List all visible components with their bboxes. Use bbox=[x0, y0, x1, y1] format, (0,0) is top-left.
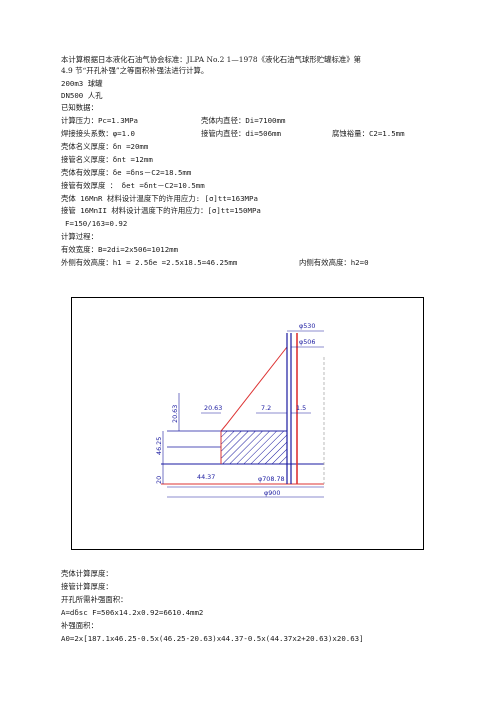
nozzle-effective-thickness: 接管有效厚度 ： δet =δnt－C2=10.5mm bbox=[61, 181, 205, 190]
height-row: 外侧有效高度：h1 = 2.5δe =2.5x18.5=46.25mm 内侧有效… bbox=[61, 258, 369, 267]
vessel-label: 200m3 球罐 bbox=[61, 79, 103, 88]
nozzle-inner-diameter: 接管内直径：di=506mm bbox=[201, 129, 281, 138]
reinforcement-area-hatch bbox=[220, 430, 288, 465]
shell-nominal-thickness: 壳体名义厚度：δn =20mm bbox=[61, 142, 149, 151]
dim-20-63-vertical: 20.63 bbox=[171, 405, 179, 423]
process-heading: 计算过程： bbox=[61, 232, 98, 241]
known-row-2: 焊接接头系数：φ=1.0 接管内直径：di=506mm 腐蚀裕量：C2=1.5m… bbox=[61, 129, 405, 138]
shell-effective-thickness: 壳体有效厚度：δe =δns－C2=18.5mm bbox=[61, 168, 192, 177]
manhole-label: DN500 人孔 bbox=[61, 91, 103, 100]
shell-inner-diameter: 壳体内直径：Di=7100mm bbox=[201, 116, 286, 125]
nozzle-calc-thickness: 接管计算厚度： bbox=[61, 582, 113, 591]
dim-1-5: 1.5 bbox=[296, 404, 306, 412]
drawing-canvas: φ530 φ506 20.63 7.2 1.5 20.63 46.25 20 4… bbox=[71, 297, 424, 550]
compensation-area-heading: 补强面积： bbox=[61, 621, 98, 630]
shell-allowable-stress: 壳体 16MnR 材料设计温度下的许用应力: [σ]tt=163MPa bbox=[61, 194, 258, 203]
dim-506: φ506 bbox=[299, 338, 315, 346]
effective-width: 有效宽度：B=2di=2x506=1012mm bbox=[61, 245, 179, 254]
dim-708-78: φ708.78 bbox=[258, 475, 285, 483]
required-area-heading: 开孔所需补强面积： bbox=[61, 595, 128, 604]
dim-7-2: 7.2 bbox=[261, 404, 271, 412]
a0-formula: A0=2x[187.1x46.25-0.5x(46.25-20.63)x44.3… bbox=[61, 634, 364, 643]
outer-effective-height: 外侧有效高度：h1 = 2.5δe =2.5x18.5=46.25mm bbox=[61, 258, 238, 267]
calc-pressure: 计算压力：Pc=1.3MPa bbox=[61, 116, 138, 125]
intro-line-2: 4.9 节“开孔补强”之等面积补强法进行计算。 bbox=[61, 66, 209, 75]
known-row-1: 计算压力：Pc=1.3MPa 壳体内直径：Di=7100mm bbox=[61, 116, 285, 125]
inner-effective-height: 内侧有效高度：h2=0 bbox=[299, 258, 369, 267]
dim-530: φ530 bbox=[299, 322, 315, 330]
drawing-frame bbox=[71, 297, 424, 550]
dim-20: 20 bbox=[155, 476, 163, 484]
weld-factor: 焊接接头系数：φ=1.0 bbox=[61, 129, 135, 138]
nozzle-nominal-thickness: 接管名义厚度：δnt =12mm bbox=[61, 155, 153, 164]
dim-20-63: 20.63 bbox=[204, 404, 222, 412]
pad-slope-outline bbox=[220, 346, 288, 464]
dim-46-25: 46.25 bbox=[155, 437, 163, 455]
required-area-formula: A=dδsc F=506x14.2x0.92=6610.4mm2 bbox=[61, 608, 204, 617]
reinforcement-drawing: φ530 φ506 20.63 7.2 1.5 20.63 46.25 20 4… bbox=[71, 297, 424, 550]
corrosion-allowance: 腐蚀裕量：C2=1.5mm bbox=[332, 129, 405, 138]
stress-ratio: F=150/163=0.92 bbox=[65, 219, 128, 228]
dim-44-37: 44.37 bbox=[197, 473, 215, 481]
known-data-heading: 已知数据： bbox=[61, 103, 98, 112]
nozzle-allowable-stress: 接管 16MnII 材料设计温度下的许用应力：[σ]tt=150MPa bbox=[61, 206, 261, 215]
dim-900: φ900 bbox=[264, 489, 280, 497]
intro-line-1: 本计算根据日本液化石油气协会标准：JLPA No.2 1—1978《液化石油气球… bbox=[61, 55, 362, 64]
shell-calc-thickness: 壳体计算厚度： bbox=[61, 569, 113, 578]
